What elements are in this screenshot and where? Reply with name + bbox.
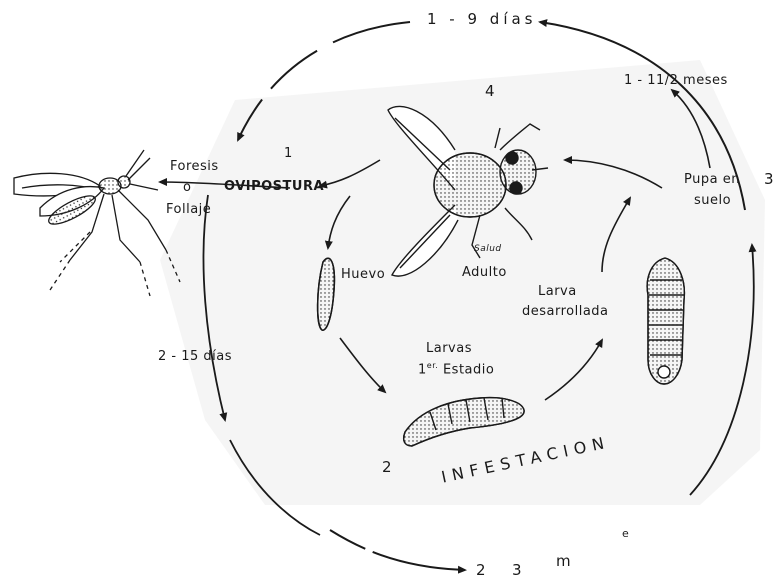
instar-superscript: er. — [427, 361, 439, 370]
developed-larva-label-line2: desarrollada — [522, 305, 609, 318]
foresis-label: Foresis — [170, 160, 219, 173]
pupa-label-line1: Pupa en — [684, 173, 740, 186]
egg-label: Huevo — [341, 268, 385, 281]
stage-number-2: 2 — [382, 460, 392, 475]
o-connector-label: o — [183, 181, 191, 194]
mosquito-illustration — [14, 150, 180, 296]
developed-larva-label-line1: Larva — [538, 285, 577, 298]
adult-label: Adulto — [462, 266, 507, 279]
stage-number-1: 1 — [284, 147, 293, 160]
first-instar-label-line1: Larvas — [426, 342, 472, 355]
instar-word: Estadio — [443, 362, 494, 377]
pupa-label-line2: suelo — [694, 194, 731, 207]
bottom-arc-part-e: e — [622, 528, 629, 539]
larva-developed-illustration — [647, 258, 684, 384]
top-arc-duration: 1 - 9 días — [427, 12, 537, 27]
illustrator-signature: Salud — [474, 245, 502, 254]
bottom-arc-part-m: m — [556, 554, 571, 569]
first-instar-label-line2: 1er. Estadio — [418, 362, 494, 376]
bottom-arc-part-2: 2 — [476, 563, 486, 578]
stage-number-4: 4 — [485, 84, 495, 99]
follaje-label: Follaje — [166, 203, 211, 216]
oviposture-label: OVIPOSTURA — [224, 180, 324, 193]
left-arc-duration: 2 - 15 días — [158, 350, 232, 363]
pupa-duration-label: 1 - 11/2 meses — [624, 74, 728, 87]
instar-number: 1 — [418, 362, 427, 377]
bottom-arc-part-3: 3 — [512, 563, 522, 578]
stage-number-3: 3 — [764, 172, 774, 187]
outer-arc-bottom — [330, 530, 465, 570]
